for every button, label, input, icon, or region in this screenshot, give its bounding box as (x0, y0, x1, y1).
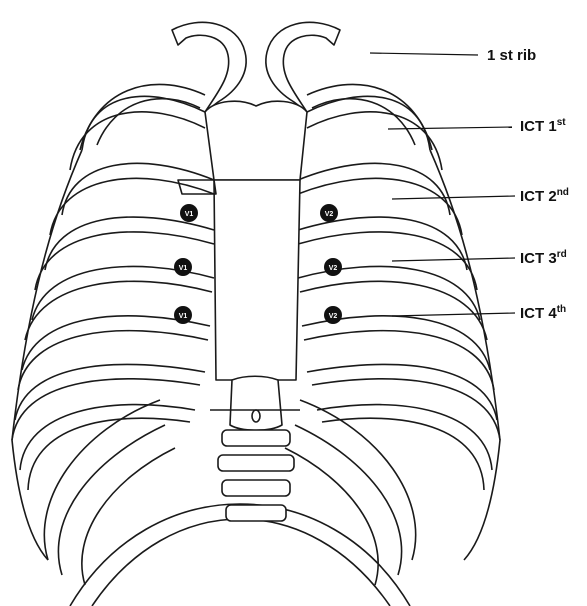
ribs-left (12, 96, 214, 560)
sternum (178, 101, 307, 521)
leader-first-rib (370, 53, 478, 55)
label-ict-3: ICT 3rd (520, 249, 567, 267)
leader-lines (370, 53, 515, 316)
ribs-right (298, 96, 500, 560)
svg-text:V1: V1 (179, 313, 188, 320)
electrode-v2-ict4: V2 (320, 204, 338, 222)
label-ict-2: ICT 2nd (520, 187, 569, 205)
svg-text:V1: V1 (185, 211, 194, 218)
leader-ict-3 (392, 258, 515, 261)
label-ict-1: ICT 1st (520, 117, 566, 135)
electrode-v1-ict4: V1 (180, 204, 198, 222)
leader-ict-2 (392, 196, 515, 199)
svg-text:V2: V2 (329, 313, 338, 320)
electrode-v1-ict5: V1 (174, 258, 192, 276)
electrode-v2-ict6: V2 (324, 306, 342, 324)
svg-text:V2: V2 (325, 211, 334, 218)
electrode-v1-ict6: V1 (174, 306, 192, 324)
label-first-rib: 1 st rib (487, 47, 536, 64)
label-ict-4: ICT 4th (520, 304, 566, 322)
clavicle-curls (172, 22, 340, 112)
callout-labels: 1 st rib ICT 1st ICT 2nd ICT 3rd ICT 4th (487, 47, 569, 322)
electrode-v2-ict5: V2 (324, 258, 342, 276)
svg-text:V1: V1 (179, 265, 188, 272)
svg-text:V2: V2 (329, 265, 338, 272)
leader-ict-4 (392, 313, 515, 316)
